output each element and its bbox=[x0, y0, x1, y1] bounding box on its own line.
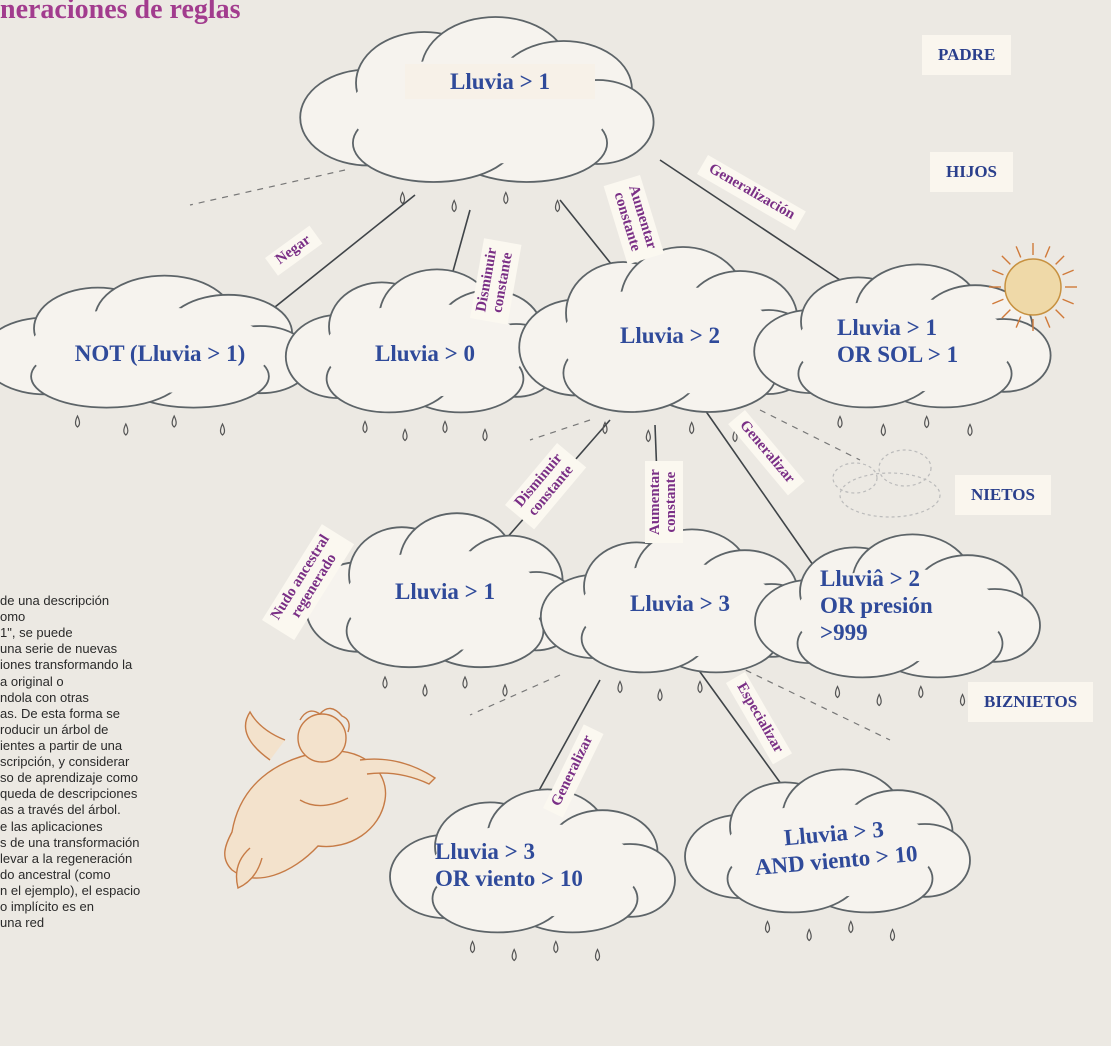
rain-drop-icon bbox=[451, 199, 457, 213]
generation-label-biznietos: BIZNIETOS bbox=[968, 682, 1094, 722]
edge-label-aumentar-constante-2: Aumentar constante bbox=[645, 461, 683, 543]
caption-line: scripción, y considerar bbox=[0, 754, 130, 770]
rain-drop-icon bbox=[689, 421, 695, 435]
rain-drop-icon bbox=[123, 422, 129, 436]
rain-drop-icon bbox=[834, 685, 841, 699]
rain-drop-icon bbox=[848, 920, 854, 934]
rain-drop-icon bbox=[362, 420, 368, 434]
node-not-rule: NOT (Lluvia > 1) bbox=[74, 341, 246, 366]
rain-drop-icon bbox=[553, 940, 559, 954]
rain-drop-icon bbox=[617, 680, 623, 694]
node-lluvia1-regenerado-rule: Lluvia > 1 bbox=[394, 579, 496, 604]
rain-drop-icon bbox=[399, 191, 406, 205]
rain-drops bbox=[74, 191, 973, 962]
caption-line: o implícito es en bbox=[0, 899, 94, 915]
edge-lluvia2-presion bbox=[704, 409, 821, 576]
caption-line: queda de descripciones bbox=[0, 786, 138, 802]
rain-drop-icon bbox=[918, 685, 924, 699]
caption-line: as a través del árbol. bbox=[0, 802, 121, 818]
clouds bbox=[0, 16, 1052, 934]
rain-drop-icon bbox=[657, 688, 663, 702]
caption-line: ientes a partir de una bbox=[0, 737, 123, 753]
rain-drop-icon bbox=[924, 415, 930, 429]
caption-line: una serie de nuevas bbox=[0, 641, 118, 657]
caption-line: iones transformando la bbox=[0, 657, 133, 673]
cloud-lluvia2-or-presion bbox=[754, 533, 1041, 679]
cloud-lluvia3-or-viento bbox=[389, 788, 676, 934]
caption-line: as. De esta forma se bbox=[0, 705, 120, 721]
generation-label-hijos: HIJOS bbox=[930, 152, 1014, 192]
rain-drop-icon bbox=[876, 693, 882, 707]
cloud-root bbox=[299, 16, 655, 183]
cloud-lluvia3-and-viento bbox=[684, 768, 971, 914]
rain-drop-icon bbox=[594, 948, 601, 962]
caption-line: una red bbox=[0, 915, 45, 931]
rain-drop-icon bbox=[482, 428, 488, 442]
rain-drop-icon bbox=[764, 920, 771, 934]
cloud-lluvia1-or-sol bbox=[753, 263, 1052, 409]
generation-label-nietos: NIETOS bbox=[955, 475, 1051, 515]
caption-line: omo bbox=[0, 609, 26, 625]
node-lluvia2-rule: Lluvia > 2 bbox=[619, 323, 721, 348]
rain-drop-icon bbox=[74, 414, 81, 428]
rain-drop-icon bbox=[502, 683, 508, 697]
rain-drop-icon bbox=[171, 414, 177, 428]
rain-drop-icon bbox=[967, 423, 973, 437]
rain-drop-icon bbox=[806, 928, 812, 942]
caption-line: roducir un árbol de bbox=[0, 721, 109, 737]
rain-drop-icon bbox=[554, 199, 561, 213]
caption-line: levar a la regeneración bbox=[0, 850, 133, 866]
rain-drop-icon bbox=[382, 675, 388, 689]
rain-drop-icon bbox=[422, 683, 428, 697]
rain-drop-icon bbox=[462, 675, 468, 689]
rain-drop-icon bbox=[645, 429, 651, 443]
rain-drop-icon bbox=[959, 693, 966, 707]
rain-drop-icon bbox=[602, 421, 608, 435]
caption-line: so de aprendizaje como bbox=[0, 770, 139, 786]
rain-drop-icon bbox=[880, 423, 886, 437]
faint-cloud bbox=[832, 449, 941, 518]
node-lluvia2-or-presion-rule: Lluviâ > 2 OR presión >999 bbox=[820, 566, 933, 646]
rain-drop-icon bbox=[889, 928, 896, 942]
cloud-not bbox=[0, 274, 314, 409]
sun-icon bbox=[989, 243, 1077, 331]
node-lluvia0-rule: Lluvia > 0 bbox=[374, 341, 476, 366]
rain-drop-icon bbox=[469, 940, 476, 954]
cloud-lluvia3 bbox=[539, 528, 816, 674]
cloud-lluvia0 bbox=[284, 268, 561, 414]
rain-drop-icon bbox=[219, 422, 226, 436]
node-root-rule: Lluvia > 1 bbox=[405, 64, 595, 100]
caption-line: s de una transformación bbox=[0, 834, 140, 850]
caption-line: do ancestral (como bbox=[0, 866, 111, 882]
caption-line: e las aplicaciones bbox=[0, 818, 103, 834]
rain-drop-icon bbox=[511, 948, 517, 962]
node-lluvia3-rule: Lluvia > 3 bbox=[629, 591, 731, 616]
node-lluvia3-or-viento-rule: Lluvia > 3 OR viento > 10 bbox=[435, 839, 583, 892]
diagram-title: neraciones de reglas bbox=[0, 0, 241, 25]
generation-label-padre: PADRE bbox=[922, 35, 1012, 75]
caption-line: 1", se puede bbox=[0, 625, 73, 641]
node-lluvia1-or-sol-rule: Lluvia > 1 OR SOL > 1 bbox=[837, 315, 959, 368]
caption-line: n el ejemplo), el espacio bbox=[0, 882, 141, 898]
rain-drop-icon bbox=[503, 191, 509, 205]
cherub-illustration bbox=[224, 707, 437, 889]
rain-drop-icon bbox=[442, 420, 448, 434]
edge-root-lluvia1-or-sol bbox=[659, 159, 871, 301]
caption-line: de una descripción bbox=[0, 593, 110, 608]
rain-drop-icon bbox=[402, 428, 408, 442]
caption-line: ndola con otras bbox=[0, 689, 89, 705]
rain-drop-icon bbox=[837, 415, 843, 429]
rain-drop-icon bbox=[697, 680, 703, 694]
dashed-edges bbox=[189, 169, 891, 741]
caption-line: a original o bbox=[0, 673, 64, 689]
